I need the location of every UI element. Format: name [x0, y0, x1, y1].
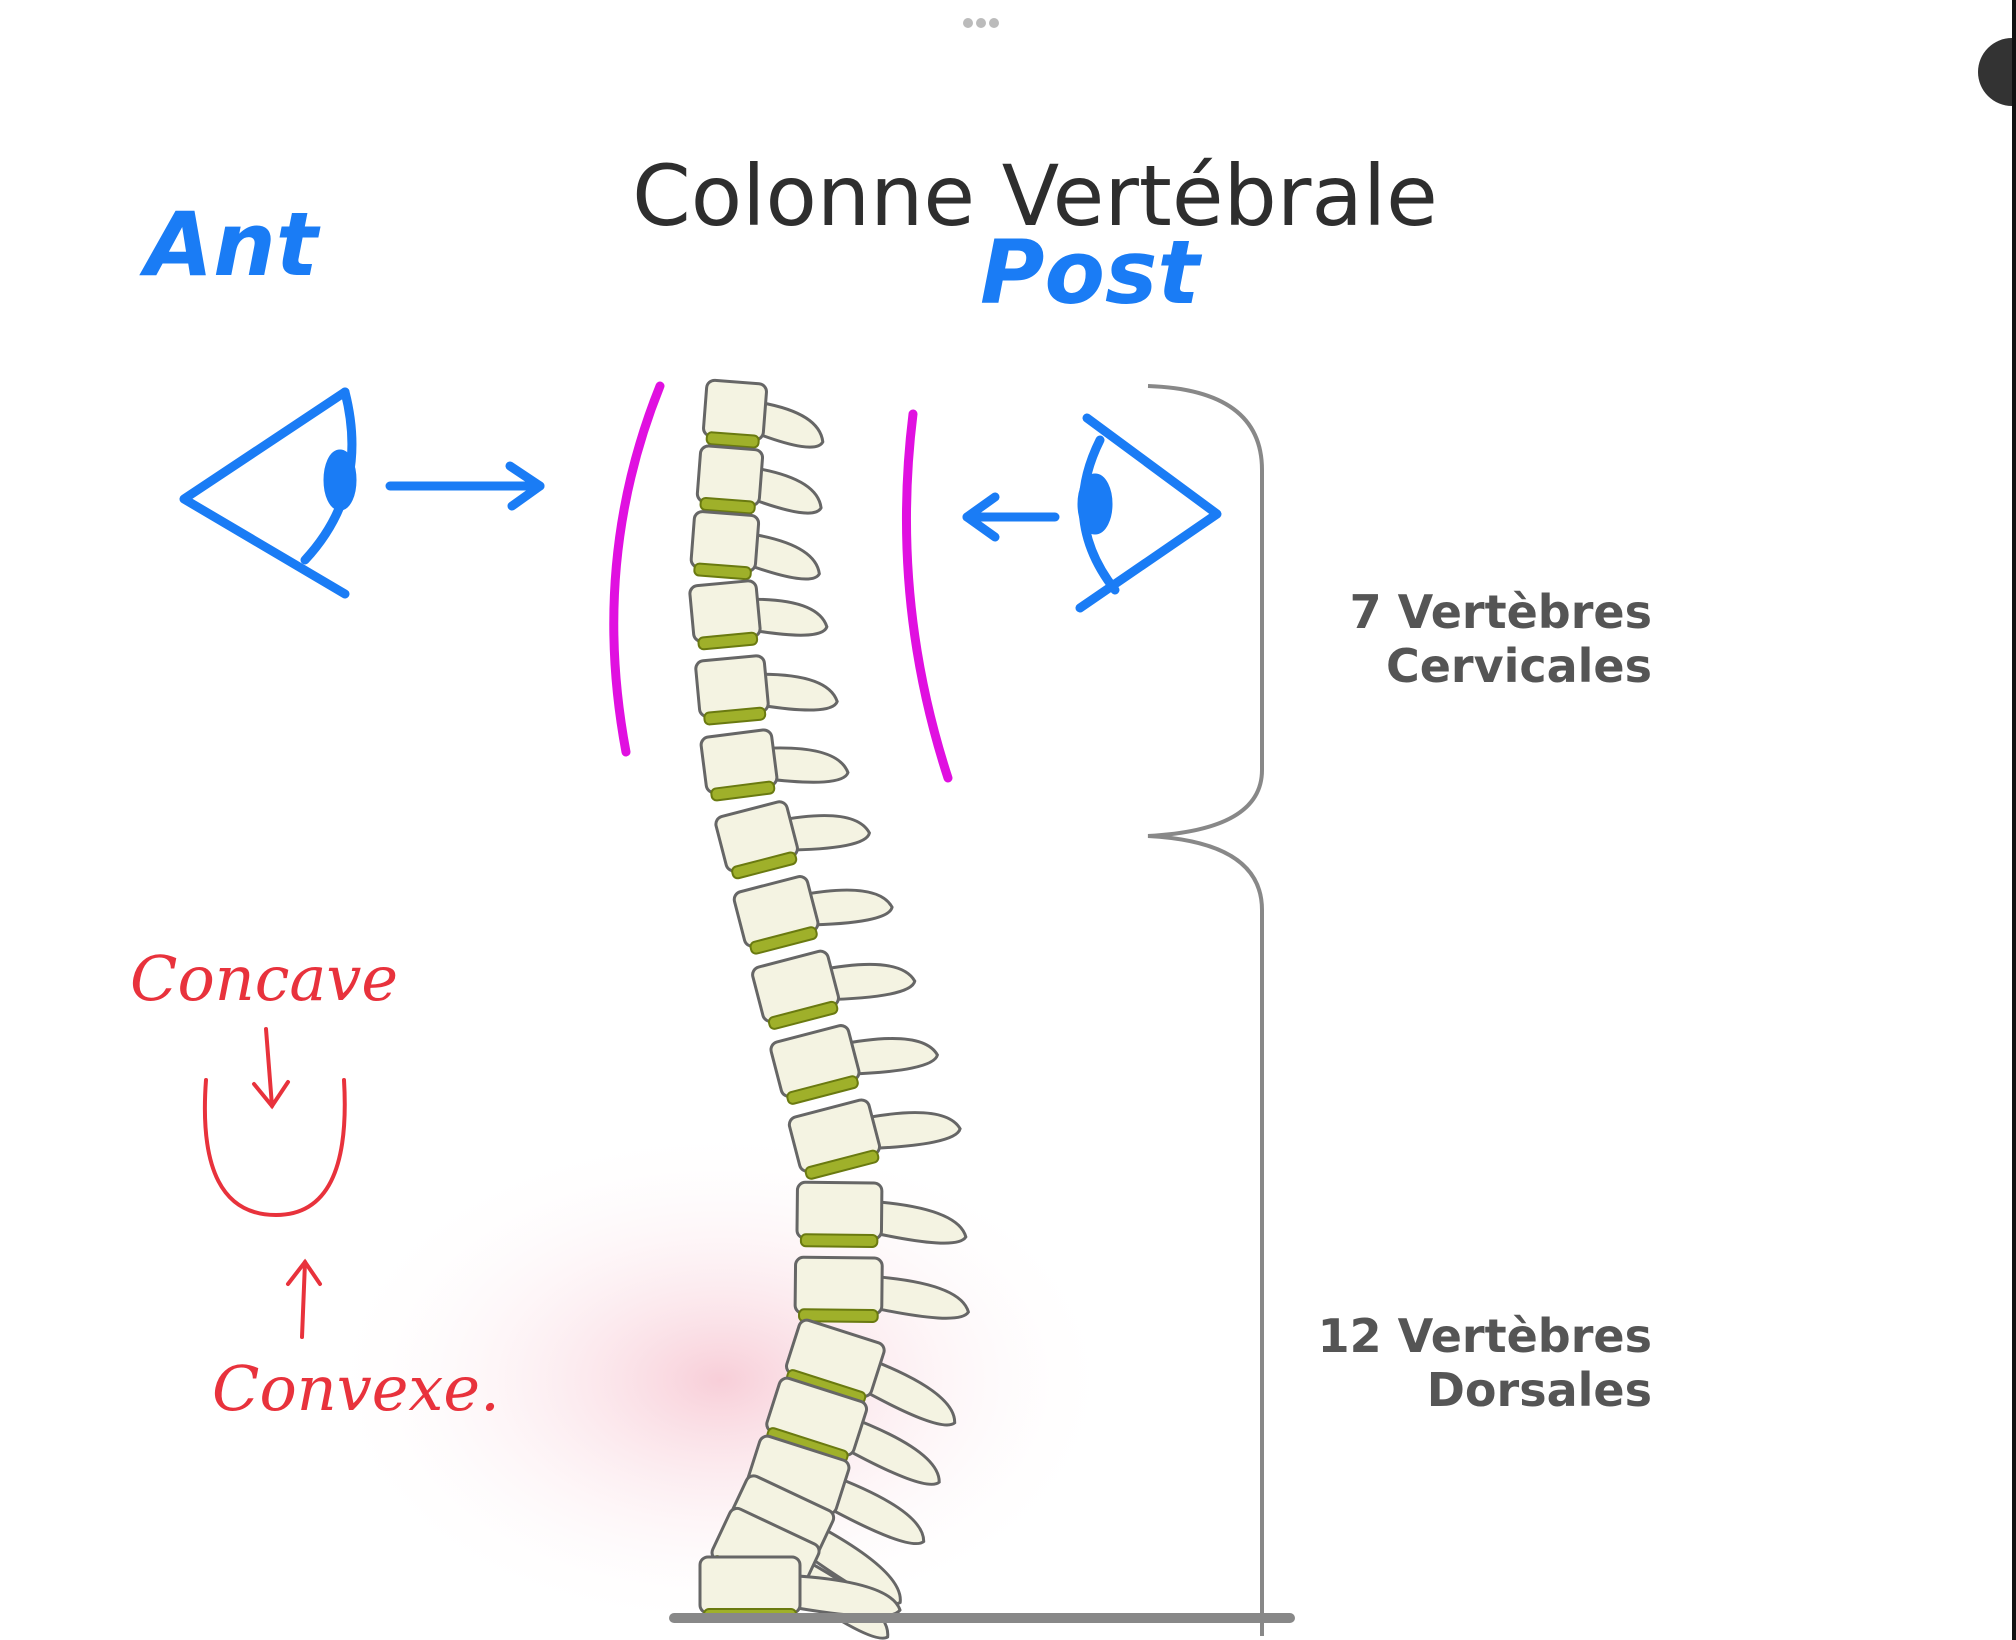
anterior-label: Ant: [139, 193, 321, 296]
vertebra: [765, 1376, 941, 1486]
vertebra: [699, 728, 850, 802]
anterior-curve-mark: [609, 381, 665, 757]
vertebra: [793, 1255, 971, 1324]
cervical-name-label: Cervicales: [1386, 639, 1652, 693]
multitasking-handle[interactable]: [963, 18, 999, 28]
window-edge: [2012, 0, 2016, 1640]
vertebra: [689, 510, 821, 581]
cervical-count-label: 7 Vertèbres: [1350, 585, 1652, 639]
dorsal-name-label: Dorsales: [1427, 1363, 1652, 1417]
left-arrow-icon: [962, 492, 1060, 542]
right-arrow-icon: [385, 461, 545, 511]
vertebra: [695, 444, 823, 515]
vertebra: [714, 800, 872, 880]
vertebra: [688, 579, 829, 651]
up-arrow-icon: [286, 1258, 322, 1339]
posterior-label: Post: [980, 221, 1202, 324]
right-eye-icon: [1075, 413, 1222, 613]
diagram-title: Colonne Vertébrale: [632, 147, 1438, 245]
vertebra: [785, 1318, 957, 1427]
left-eye-icon: [179, 387, 357, 599]
vertebra: [732, 875, 894, 955]
down-arrow-icon: [252, 1027, 290, 1110]
home-indicator[interactable]: [669, 1613, 1295, 1623]
vertebra: [751, 949, 917, 1030]
side-button-icon[interactable]: [1978, 38, 2012, 106]
vertebra: [694, 654, 839, 726]
vertebra: [787, 1098, 962, 1180]
vertebra: [769, 1024, 940, 1105]
vertebra: [702, 378, 825, 449]
dorsal-count-label: 12 Vertèbres: [1318, 1309, 1652, 1363]
vertebra: [795, 1180, 968, 1248]
posterior-curve-mark: [901, 409, 953, 783]
spine-illustration: [688, 378, 971, 1640]
region-brace: [1147, 384, 1264, 1636]
background-glow: [320, 1125, 1120, 1635]
concave-convex-curve: [202, 1078, 347, 1218]
concave-label: Concave: [130, 942, 398, 1015]
convex-label: Convexe.: [212, 1352, 500, 1425]
